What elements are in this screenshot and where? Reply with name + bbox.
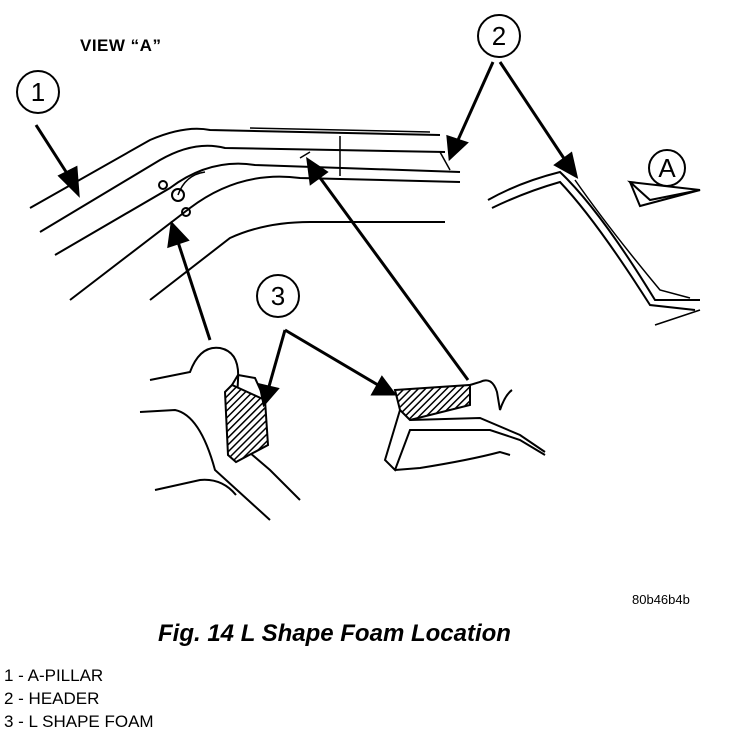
figure-caption: Fig. 14 L Shape Foam Location [158, 620, 511, 647]
view-a-letter: A [658, 153, 676, 183]
legend-item-header: 2 - HEADER [4, 689, 100, 708]
callout-3-number: 3 [271, 281, 285, 311]
view-label: VIEW “A” [80, 36, 162, 55]
callout-1-number: 1 [31, 77, 45, 107]
callout-2-number: 2 [492, 21, 506, 51]
legend: 1 - A-PILLAR 2 - HEADER 3 - L SHAPE FOAM [4, 664, 154, 733]
view-a-marker [627, 149, 701, 208]
right-foam-detail [383, 379, 546, 472]
figure-code: 80b46b4b [632, 592, 690, 607]
header-detail [487, 170, 701, 326]
callout-circles [16, 14, 521, 318]
a-pillar-header-assembly [29, 127, 461, 301]
left-foam-detail [139, 346, 301, 521]
leader-arrows [34, 61, 579, 408]
legend-item-l-shape-foam: 3 - L SHAPE FOAM [4, 712, 154, 731]
legend-item-a-pillar: 1 - A-PILLAR [4, 666, 104, 685]
